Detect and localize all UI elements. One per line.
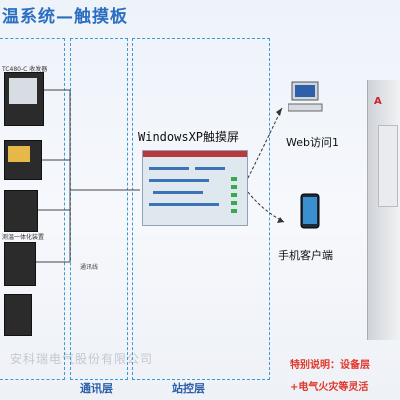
mobile-phone-icon [300, 193, 320, 229]
screen-status-box [231, 185, 237, 189]
cabinet-panel [378, 125, 398, 207]
screen-row [149, 167, 189, 170]
device-icon [4, 190, 38, 232]
screen-row [195, 167, 225, 170]
screen-status-box [231, 177, 237, 181]
station-layer-label: 站控层 [172, 382, 205, 395]
device-icon [4, 294, 32, 336]
screen-row [149, 179, 209, 182]
comm-layer-label: 通讯层 [80, 382, 113, 395]
device-layer-region [0, 38, 65, 380]
computer-icon [288, 81, 323, 112]
screen-row [149, 203, 219, 206]
mobile-client-label: 手机客户端 [278, 249, 333, 262]
cabinet-image [367, 80, 400, 340]
notice-line-1: 特别说明：设备层 [290, 360, 370, 371]
page-title: 温系统—触摸板 [2, 7, 128, 27]
web-link-line [247, 107, 283, 179]
cabinet-logo: A [374, 96, 382, 107]
device-label-receiver: TC480-C 收发器 [2, 66, 48, 73]
mobile-link-line [247, 191, 285, 223]
screen-status-box [231, 201, 237, 205]
screen-header-bar [143, 151, 247, 157]
touchscreen-title: WindowsXP触摸屏 [138, 130, 240, 144]
comm-line-label: 通讯线 [80, 264, 99, 271]
notice-line-2: +电气火灾等灵活 [290, 382, 369, 393]
screen-status-box [231, 193, 237, 197]
station-layer-region [132, 38, 270, 380]
screen-status-box [231, 209, 237, 213]
arrow-head-mobile [277, 217, 284, 223]
arrow-head-web [276, 108, 282, 116]
device-screen [9, 78, 37, 104]
screen-row [153, 191, 203, 194]
device-screen [8, 146, 30, 162]
web-client-label: Web访问1 [286, 136, 339, 149]
company-watermark: 安科瑞电气股份有限公司 [10, 352, 154, 366]
device-icon [4, 242, 36, 286]
touchscreen-icon [142, 150, 248, 226]
device-label-integrated: 测温一体化装置 [2, 234, 45, 241]
